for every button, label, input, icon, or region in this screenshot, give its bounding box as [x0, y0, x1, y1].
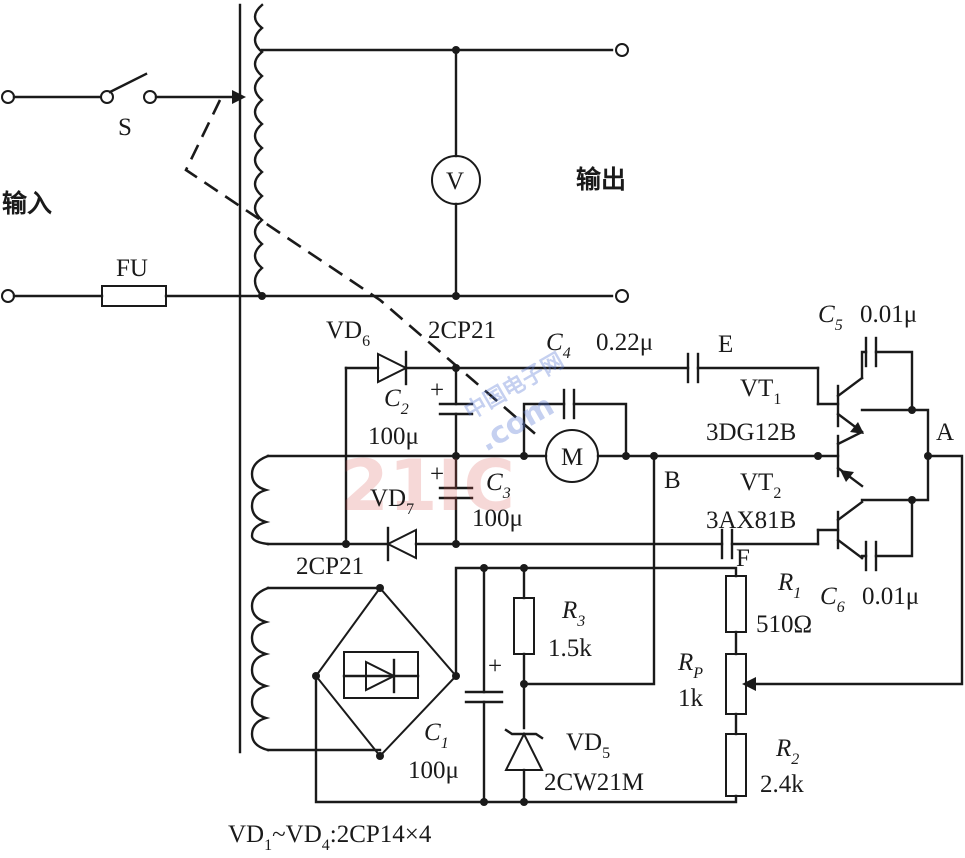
motor-label: M [561, 444, 583, 471]
vt2-arrow [840, 470, 854, 482]
vd7-type: 2CP21 [296, 553, 364, 580]
line-to-b [522, 454, 656, 686]
c4-value: 0.22μ [596, 329, 653, 356]
c2-plus: + [430, 377, 444, 404]
watermark-main: 21IC [340, 445, 515, 527]
c4-label: C4 [546, 329, 571, 362]
c1-plus: + [488, 653, 502, 680]
wire [860, 554, 868, 560]
c5-value: 0.01μ [860, 301, 917, 328]
c1-label: C1 [424, 719, 449, 752]
r2-value: 2.4k [760, 771, 804, 798]
wire [874, 498, 914, 558]
wire [860, 350, 868, 380]
wire [874, 350, 914, 412]
fuse [101, 285, 167, 307]
output-terminal-bottom[interactable] [615, 289, 629, 303]
c3-value: 100μ [472, 505, 523, 532]
junction [342, 540, 350, 548]
c3-label: C3 [486, 469, 511, 502]
wire [522, 402, 566, 458]
switch-contact-right [143, 90, 157, 104]
vd6-diode [377, 352, 409, 384]
c3-plus: + [430, 461, 444, 488]
r2-resistor [725, 733, 747, 797]
r3-label: R3 [561, 597, 585, 630]
c6-label: C6 [820, 583, 845, 616]
c2-label: C2 [384, 385, 409, 418]
wire [572, 402, 628, 458]
junction [376, 752, 384, 760]
fuse-label: FU [116, 255, 148, 282]
c2-value: 100μ [368, 423, 419, 450]
switch-contact-left [100, 90, 114, 104]
vd5-zener [504, 731, 544, 771]
feedback-line [748, 454, 964, 686]
rp-wiper-arrow [742, 677, 756, 691]
input-terminal-bottom[interactable] [1, 289, 15, 303]
node-b-label: B [664, 467, 681, 494]
winding-middle [250, 454, 271, 546]
switch-label: S [118, 114, 132, 141]
r1-value: 510Ω [756, 611, 812, 638]
vd5-bar [504, 728, 544, 740]
output-terminal-top[interactable] [615, 43, 629, 57]
c1-value: 100μ [408, 757, 459, 784]
junction [376, 584, 384, 592]
c5-label: C5 [818, 301, 843, 334]
voltmeter-label: V [446, 168, 464, 195]
vt2-collector [836, 538, 864, 560]
wire [836, 430, 864, 446]
rp-label: RP [677, 649, 703, 682]
switch-blade[interactable] [108, 72, 148, 94]
vd6-type: 2CP21 [428, 317, 496, 344]
wire [910, 408, 930, 458]
r3-value: 1.5k [548, 635, 592, 662]
r1-resistor [725, 575, 747, 633]
bridge-label: VD1~VD4:2CP14×4 [228, 821, 432, 854]
r1-label: R1 [777, 569, 801, 602]
input-terminal-top[interactable] [1, 90, 15, 104]
vt1-arrow [850, 422, 864, 434]
junction [452, 452, 460, 460]
vt1-label: VT1 [740, 375, 781, 408]
winding-lower [250, 586, 271, 752]
c6-value: 0.01μ [862, 583, 919, 610]
node-e-label: E [718, 331, 733, 358]
vt2-label: VT2 [740, 469, 781, 502]
rp-value: 1k [678, 685, 704, 712]
vd7-diode [385, 528, 417, 560]
mechanical-link [184, 99, 541, 439]
junction [258, 292, 266, 300]
vd5-type: 2CW21M [544, 769, 644, 796]
vd6-label: VD6 [326, 317, 370, 350]
junction [452, 292, 460, 300]
output-label: 输出 [576, 165, 626, 194]
input-label: 输入 [2, 189, 52, 218]
vt1-type: 3DG12B [706, 419, 796, 446]
junction [452, 540, 460, 548]
vt2-type: 3AX81B [706, 507, 796, 534]
primary-winding [253, 3, 264, 298]
wire [836, 500, 864, 522]
tap-arrow [232, 90, 246, 104]
r3-resistor [513, 597, 535, 655]
positive-rail [454, 566, 738, 678]
node-f-label: F [736, 545, 750, 572]
vd5-label: VD5 [566, 729, 610, 762]
vt1-collector [836, 376, 864, 398]
r2-label: R2 [775, 735, 799, 768]
vd7-label: VD7 [370, 485, 414, 518]
node-a-label: A [936, 419, 954, 446]
wire [910, 454, 930, 502]
